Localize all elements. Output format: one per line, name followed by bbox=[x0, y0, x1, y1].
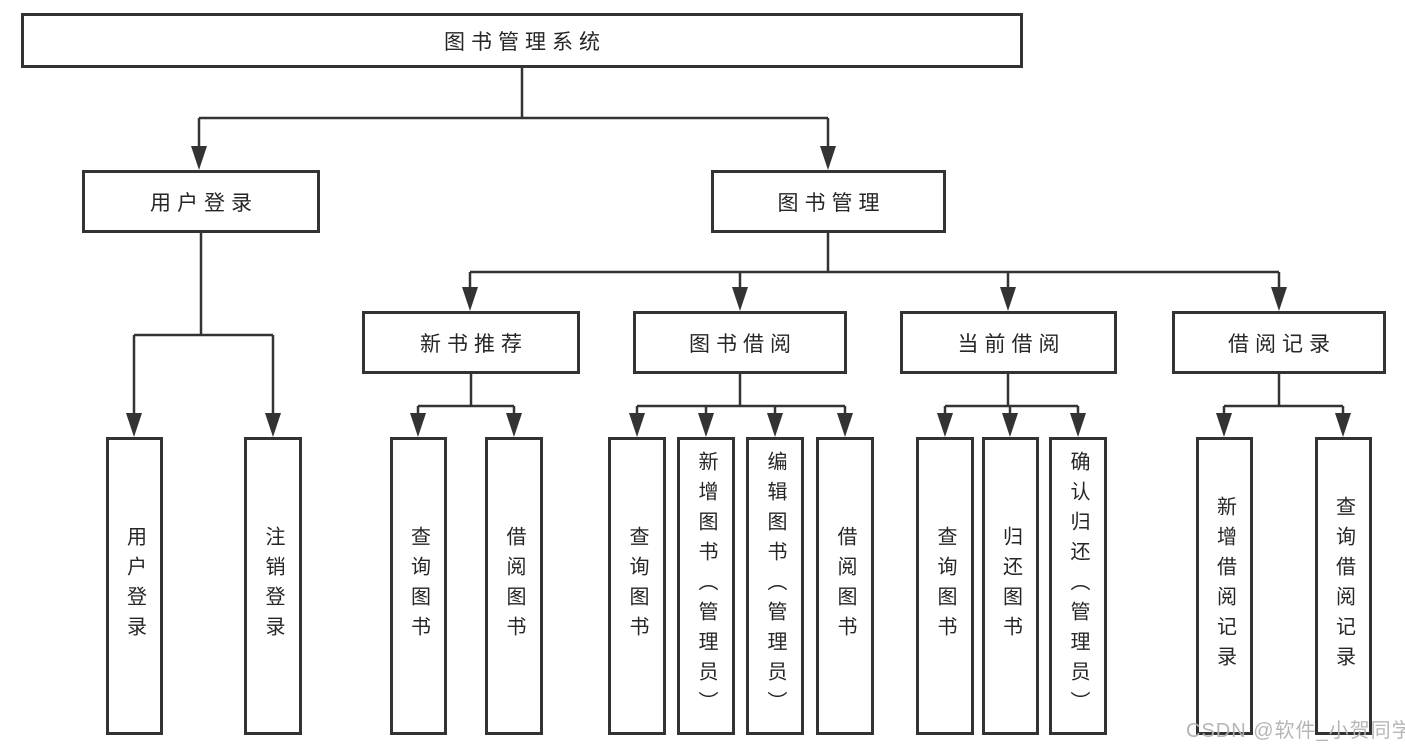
leaf-borrow-books-recommend-label: 借阅图书 bbox=[503, 526, 525, 646]
watermark-csdn: CSDN @软件_小贺同学 bbox=[1186, 720, 1405, 742]
leaf-query-books-current: 查询图书 bbox=[916, 437, 974, 735]
node-user-login: 用户登录 bbox=[82, 170, 320, 233]
leaf-return-book: 归还图书 bbox=[982, 437, 1039, 735]
leaf-edit-book-admin: 编辑图书（管理员） bbox=[746, 437, 804, 735]
leaf-add-book-admin: 新增图书（管理员） bbox=[677, 437, 735, 735]
leaf-query-books-recommend: 查询图书 bbox=[390, 437, 447, 735]
node-new-book-recommend: 新书推荐 bbox=[362, 311, 580, 374]
leaf-add-book-admin-label: 新增图书（管理员） bbox=[695, 451, 717, 721]
leaf-borrow-books: 借阅图书 bbox=[816, 437, 874, 735]
leaf-query-books-borrow-label: 查询图书 bbox=[626, 526, 648, 646]
node-library-management-system: 图书管理系统 bbox=[21, 13, 1023, 68]
leaf-logout: 注销登录 bbox=[244, 437, 302, 735]
leaf-query-borrow-record-label: 查询借阅记录 bbox=[1332, 496, 1355, 676]
arrowheads bbox=[126, 146, 1351, 437]
leaf-query-books-borrow: 查询图书 bbox=[608, 437, 666, 735]
node-current-borrow: 当前借阅 bbox=[900, 311, 1117, 374]
tree-branch-lines bbox=[132, 68, 1345, 414]
leaf-return-book-label: 归还图书 bbox=[999, 526, 1022, 646]
leaf-borrow-books-recommend: 借阅图书 bbox=[485, 437, 543, 735]
leaf-borrow-books-label: 借阅图书 bbox=[834, 526, 856, 646]
node-book-management: 图书管理 bbox=[711, 170, 946, 233]
leaf-query-borrow-record: 查询借阅记录 bbox=[1315, 437, 1372, 735]
leaf-add-borrow-record: 新增借阅记录 bbox=[1196, 437, 1253, 735]
node-book-borrow: 图书借阅 bbox=[633, 311, 847, 374]
leaf-user-login: 用户登录 bbox=[106, 437, 163, 735]
leaf-logout-label: 注销登录 bbox=[262, 526, 284, 646]
leaf-confirm-return-admin-label: 确认归还（管理员） bbox=[1067, 451, 1089, 721]
leaf-user-login-label: 用户登录 bbox=[123, 526, 146, 646]
leaf-edit-book-admin-label: 编辑图书（管理员） bbox=[764, 451, 786, 721]
leaf-confirm-return-admin: 确认归还（管理员） bbox=[1049, 437, 1107, 735]
leaf-query-books-current-label: 查询图书 bbox=[934, 526, 956, 646]
leaf-add-borrow-record-label: 新增借阅记录 bbox=[1213, 496, 1236, 676]
node-borrow-records: 借阅记录 bbox=[1172, 311, 1386, 374]
leaf-query-books-recommend-label: 查询图书 bbox=[407, 526, 430, 646]
